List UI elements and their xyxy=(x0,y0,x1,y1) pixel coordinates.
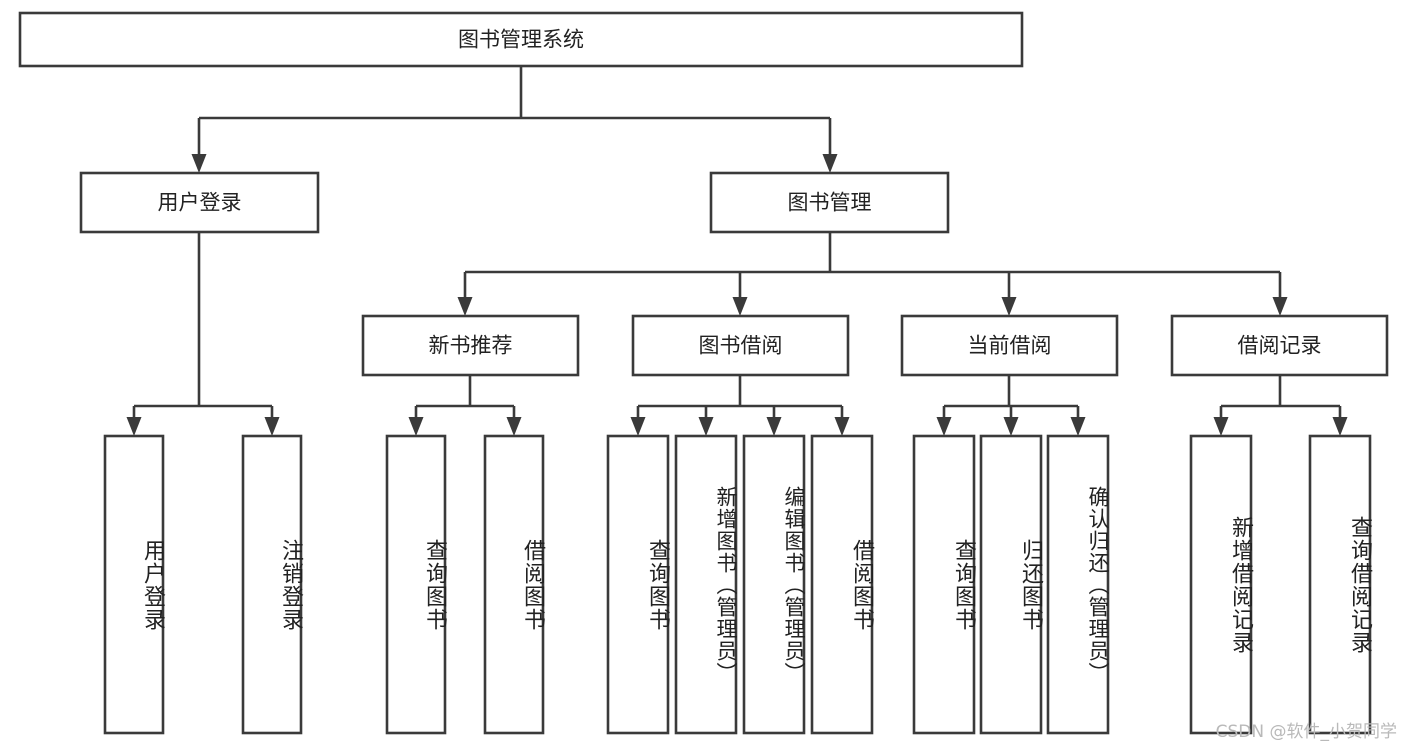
node-l1-1[interactable] xyxy=(709,171,950,234)
node-box-rect[interactable] xyxy=(79,171,320,234)
node-box-rect[interactable] xyxy=(1170,314,1389,377)
node-label: 借阅记录 xyxy=(1238,334,1322,358)
node-label: 图书借阅 xyxy=(699,334,783,358)
node-l1-0[interactable] xyxy=(79,171,320,234)
node-label: 图书管理系统 xyxy=(458,28,584,52)
arrow-down-icon-leaf-4-0 xyxy=(1213,417,1229,436)
node-l2-1[interactable] xyxy=(631,314,850,377)
arrow-down-icon-leaf-3-1 xyxy=(1003,417,1019,436)
node-box-rect[interactable] xyxy=(385,434,447,735)
node-label: 图书管理 xyxy=(788,191,872,215)
arrow-down-icon-leaf-2-0 xyxy=(630,417,646,436)
node-box-rect[interactable] xyxy=(631,314,850,377)
node-box-rect[interactable] xyxy=(810,434,874,735)
arrow-down-icon-l2-0 xyxy=(457,297,473,316)
node-leaf-8[interactable] xyxy=(912,434,976,735)
node-box-rect[interactable] xyxy=(674,434,738,735)
arrow-down-icon-leaf-2-3 xyxy=(834,417,850,436)
arrow-down-icon-l1-0 xyxy=(191,154,207,173)
node-leaf-11[interactable] xyxy=(1189,434,1253,735)
arrow-down-icon-l1-1 xyxy=(822,154,838,173)
node-leaf-10[interactable] xyxy=(1046,434,1110,735)
node-box-rect[interactable] xyxy=(361,314,580,377)
node-box-rect[interactable] xyxy=(483,434,545,735)
node-box-rect[interactable] xyxy=(1046,434,1110,735)
node-label: 当前借阅 xyxy=(968,334,1052,358)
node-box-rect[interactable] xyxy=(103,434,165,735)
node-leaf-6[interactable] xyxy=(742,434,806,735)
node-box-rect[interactable] xyxy=(912,434,976,735)
arrow-down-icon-leaf-2-2 xyxy=(766,417,782,436)
node-leaf-5[interactable] xyxy=(674,434,738,735)
node-leaf-2[interactable] xyxy=(385,434,447,735)
arrow-down-icon-l2-2 xyxy=(1001,297,1017,316)
node-leaf-12[interactable] xyxy=(1308,434,1372,735)
csdn-watermark: CSDN @软件_小贺同学 xyxy=(1215,722,1397,742)
node-box-rect[interactable] xyxy=(1189,434,1253,735)
node-leaf-1[interactable] xyxy=(241,434,303,735)
node-root-0[interactable] xyxy=(18,11,1024,68)
node-leaf-4[interactable] xyxy=(606,434,670,735)
arrow-down-icon-leaf-1-1 xyxy=(506,417,522,436)
node-box-rect[interactable] xyxy=(18,11,1024,68)
arrow-down-icon-leaf-3-2 xyxy=(1070,417,1086,436)
node-leaf-0[interactable] xyxy=(103,434,165,735)
connector-layer xyxy=(126,66,1348,436)
node-box-rect[interactable] xyxy=(241,434,303,735)
node-label: 新书推荐 xyxy=(429,334,513,358)
arrow-down-icon-leaf-1-0 xyxy=(408,417,424,436)
node-label: 用户登录 xyxy=(158,191,242,215)
arrow-down-icon-l2-3 xyxy=(1272,297,1288,316)
arrow-down-icon-leaf-2-1 xyxy=(698,417,714,436)
box-layer xyxy=(18,11,1389,735)
node-l2-0[interactable] xyxy=(361,314,580,377)
node-box-rect[interactable] xyxy=(979,434,1043,735)
arrow-down-icon-leaf-0-0 xyxy=(126,417,142,436)
arrow-down-icon-l2-1 xyxy=(732,297,748,316)
node-l2-2[interactable] xyxy=(900,314,1119,377)
node-box-rect[interactable] xyxy=(709,171,950,234)
node-leaf-3[interactable] xyxy=(483,434,545,735)
node-box-rect[interactable] xyxy=(1308,434,1372,735)
node-box-rect[interactable] xyxy=(900,314,1119,377)
node-box-rect[interactable] xyxy=(606,434,670,735)
node-leaf-7[interactable] xyxy=(810,434,874,735)
arrow-down-icon-leaf-3-0 xyxy=(936,417,952,436)
node-leaf-9[interactable] xyxy=(979,434,1043,735)
arrow-down-icon-leaf-0-1 xyxy=(264,417,280,436)
arrow-down-icon-leaf-4-1 xyxy=(1332,417,1348,436)
node-box-rect[interactable] xyxy=(742,434,806,735)
node-l2-3[interactable] xyxy=(1170,314,1389,377)
